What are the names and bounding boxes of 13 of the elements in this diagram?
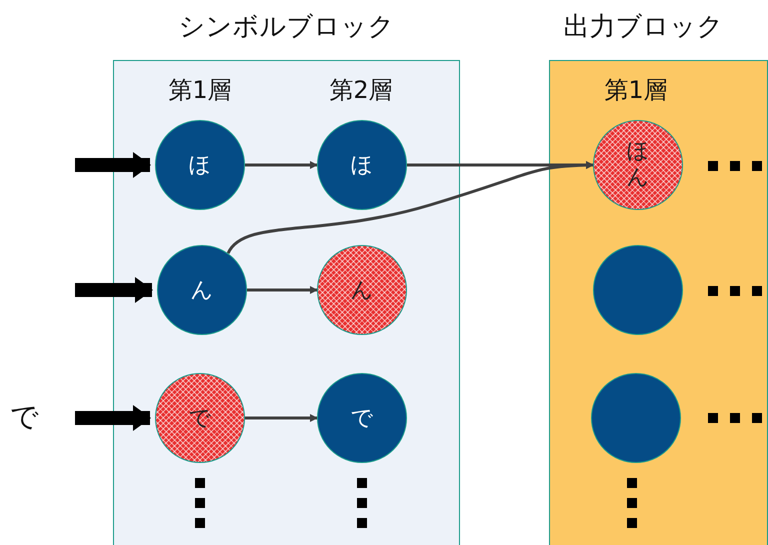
block-title: シンボルブロック [178,11,396,44]
input-character: で [10,398,39,436]
arrow [226,161,594,254]
layer-label: 第1層 [603,75,669,106]
block-title: 出力ブロック [562,11,724,44]
input-arrow [75,405,151,431]
input-arrow [75,152,151,178]
layer-label: 第1層 [167,75,233,106]
arrow [245,414,318,422]
layer-label: 第2層 [328,75,394,106]
arrow [245,161,318,169]
arrow [247,286,318,294]
input-arrow [75,277,153,303]
